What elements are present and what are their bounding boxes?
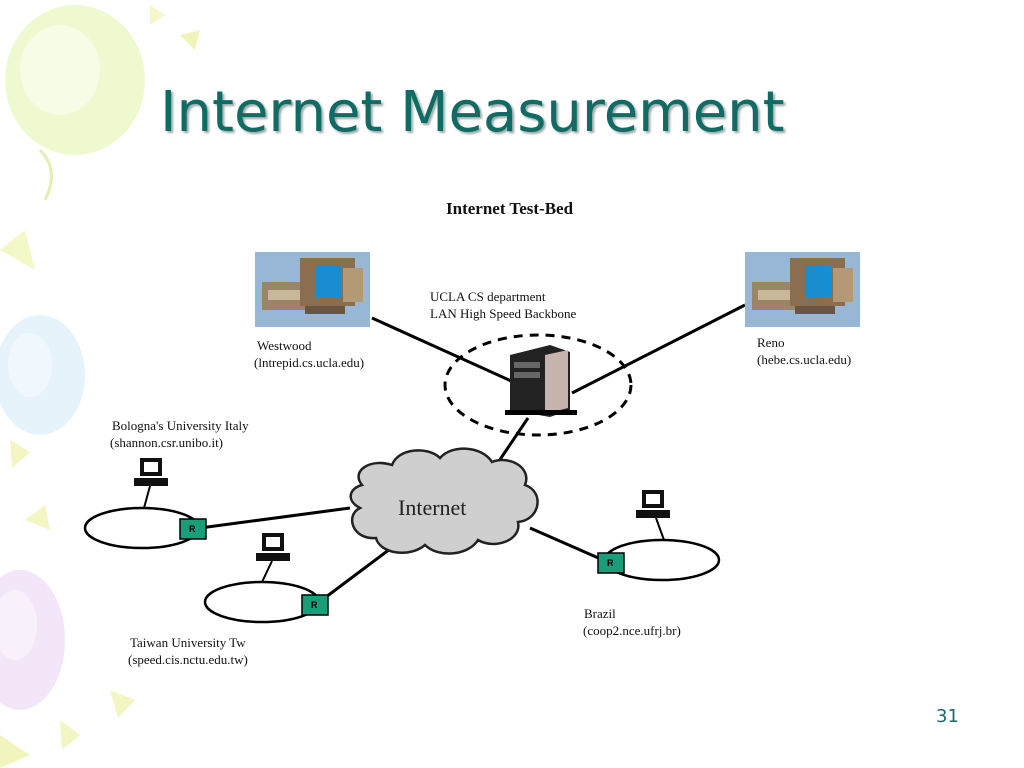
confetti-shape (110, 690, 135, 718)
link-bologna-internet (199, 506, 351, 530)
westwood-host: (lntrepid.cs.ucla.edu) (254, 355, 364, 370)
brazil-router-icon: R (597, 552, 625, 574)
ucla-backbone-ring (443, 333, 633, 437)
brazil-host: (coop2.nce.ufrj.br) (583, 623, 681, 638)
confetti-shape (0, 735, 30, 768)
link-westwood-hub (371, 316, 521, 387)
confetti-shape (25, 505, 50, 530)
diagram-title: Internet Test-Bed (446, 199, 574, 218)
router-label: R (607, 558, 614, 568)
westwood-computer-icon (255, 252, 370, 327)
purple-balloon-highlight (0, 590, 37, 660)
confetti-shape (180, 30, 200, 50)
taiwan-workstation-icon (256, 533, 290, 583)
westwood-label: Westwood (257, 338, 312, 353)
brazil-label: Brazil (584, 606, 616, 621)
hub-label-line2: LAN High Speed Backbone (430, 306, 576, 321)
slide-title: Internet Measurement (160, 80, 785, 145)
network-links (199, 303, 746, 605)
confetti-shape (0, 230, 35, 270)
router-label: R (189, 524, 196, 534)
taiwan-host: (speed.cis.nctu.edu.tw) (128, 652, 248, 667)
internet-label: Internet (398, 495, 466, 520)
confetti-shape (60, 720, 80, 750)
balloon-string (38, 148, 53, 201)
confetti-shape (150, 5, 165, 25)
hub-label-line1: UCLA CS department (430, 289, 546, 304)
bologna-host: (shannon.csr.unibo.it) (110, 435, 223, 450)
bologna-label: Bologna's University Italy (112, 418, 249, 433)
reno-label: Reno (757, 335, 784, 350)
bologna-router-icon: R (179, 518, 207, 540)
server-icon (505, 345, 577, 417)
blue-balloon-highlight (8, 333, 52, 397)
reno-computer-icon (745, 252, 860, 327)
link-reno-hub (571, 303, 746, 395)
router-label: R (311, 600, 318, 610)
taiwan-label: Taiwan University Tw (130, 635, 246, 650)
green-balloon-highlight (20, 25, 100, 115)
slide-number: 31 (936, 706, 959, 727)
link-hub-internet (495, 417, 530, 465)
reno-host: (hebe.cs.ucla.edu) (757, 352, 851, 367)
link-brazil-internet (529, 526, 604, 562)
taiwan-router-icon: R (301, 594, 329, 616)
link-taiwan-internet (317, 547, 391, 605)
bologna-workstation-icon (134, 458, 168, 509)
brazil-workstation-icon (636, 490, 670, 541)
confetti-shape (10, 440, 30, 468)
internet-cloud-icon (349, 447, 539, 555)
